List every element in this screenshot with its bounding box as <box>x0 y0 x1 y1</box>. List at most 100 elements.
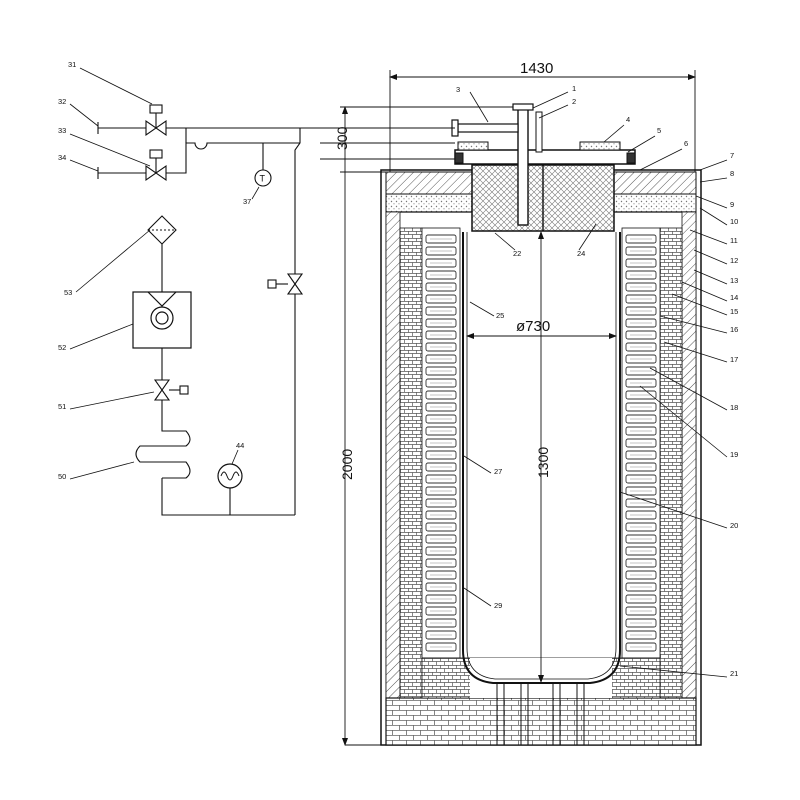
callout-leader-6 <box>639 148 683 171</box>
callout-label-1: 1 <box>572 84 576 93</box>
callout-label-29: 29 <box>494 601 502 610</box>
gas-inlet-pipe <box>457 123 519 133</box>
lid-flange <box>454 149 636 165</box>
callout-label-9: 9 <box>730 200 734 209</box>
callout-leader-27 <box>463 455 492 474</box>
dim-inner-diameter: ø730 <box>516 318 550 335</box>
lid-shaft <box>517 106 529 226</box>
callout-leader-8 <box>699 177 728 183</box>
callout-leader-21 <box>619 665 728 678</box>
filter-53 <box>147 215 177 245</box>
callout-leader-11 <box>689 229 728 245</box>
callout-leader-10 <box>699 207 728 226</box>
callout-leader-31 <box>79 67 153 105</box>
callout-leader-2 <box>538 104 569 119</box>
retort-vessel <box>462 232 621 684</box>
lid-pad-right <box>579 141 621 151</box>
callout-label-52: 52 <box>58 343 66 352</box>
bottom-base <box>385 697 697 746</box>
left-brick-wall <box>399 227 423 699</box>
callout-leader-53 <box>75 229 151 293</box>
callout-label-19: 19 <box>730 450 738 459</box>
dim-chamber-depth: 1300 <box>535 447 551 478</box>
callout-leader-14 <box>681 281 728 302</box>
callout-label-14: 14 <box>730 293 738 302</box>
callout-leader-12 <box>693 249 728 265</box>
lid-shaft-cap <box>512 103 534 111</box>
callout-label-17: 17 <box>730 355 738 364</box>
callout-leader-44 <box>231 449 239 465</box>
callout-label-21: 21 <box>730 669 738 678</box>
callout-label-10: 10 <box>730 217 738 226</box>
valve-right <box>267 273 304 295</box>
callout-leader-9 <box>695 195 728 209</box>
right-brick-wall <box>659 227 683 699</box>
callout-leader-5 <box>627 135 656 153</box>
callout-leader-32 <box>69 103 99 127</box>
lid-tube <box>535 111 543 153</box>
valve-51 <box>153 379 189 401</box>
callout-label-7: 7 <box>730 151 734 160</box>
valve-33 <box>145 149 167 182</box>
callout-leader-1 <box>532 91 569 109</box>
callout-leader-18 <box>649 367 728 411</box>
callout-label-13: 13 <box>730 276 738 285</box>
callout-label-3: 3 <box>456 85 460 94</box>
left-outer-brick <box>385 211 401 699</box>
callout-leader-52 <box>69 323 134 350</box>
callout-label-20: 20 <box>730 521 738 530</box>
thermometer-37: T <box>254 169 272 187</box>
callout-label-34: 34 <box>58 153 66 162</box>
callout-label-18: 18 <box>730 403 738 412</box>
callout-label-27: 27 <box>494 467 502 476</box>
callout-label-4: 4 <box>626 115 630 124</box>
callout-leaders <box>69 67 728 678</box>
callout-label-32: 32 <box>58 97 66 106</box>
callout-label-37: 37 <box>243 197 251 206</box>
heater-coils-left <box>425 234 457 652</box>
gas-piping <box>97 122 320 516</box>
callout-label-25: 25 <box>496 311 504 320</box>
callout-leader-24 <box>578 223 597 251</box>
callout-leader-51 <box>69 391 155 410</box>
dim-overall-height: 2000 <box>339 449 355 480</box>
callout-label-8: 8 <box>730 169 734 178</box>
callout-leader-34 <box>69 159 99 172</box>
callout-label-11: 11 <box>730 236 738 245</box>
dim-lid-offset: 300 <box>334 126 350 150</box>
callout-leader-17 <box>663 341 728 363</box>
callout-label-6: 6 <box>684 139 688 148</box>
callout-leader-29 <box>463 587 492 607</box>
callout-leader-20 <box>619 491 728 529</box>
callout-leader-50 <box>69 461 135 480</box>
callout-label-31: 31 <box>68 60 76 69</box>
callout-label-15: 15 <box>730 307 738 316</box>
callout-leader-33 <box>69 133 151 167</box>
dimension-lines <box>320 70 696 746</box>
thermometer-glyph: T <box>260 174 266 184</box>
flange-bolt-right <box>626 152 636 164</box>
callout-label-2: 2 <box>572 97 576 106</box>
callout-label-44: 44 <box>236 441 244 450</box>
lid-pad-left <box>457 141 489 151</box>
callout-leader-13 <box>693 269 728 285</box>
dim-overall-width: 1430 <box>520 60 553 77</box>
callout-label-22: 22 <box>513 249 521 258</box>
callout-leader-22 <box>494 232 516 251</box>
callout-label-50: 50 <box>58 472 66 481</box>
gauge-44 <box>217 463 243 489</box>
valve-31 <box>145 104 167 137</box>
callout-label-12: 12 <box>730 256 738 265</box>
flange-bolt-left <box>454 152 464 164</box>
callout-label-24: 24 <box>577 249 585 258</box>
callout-label-53: 53 <box>64 288 72 297</box>
callout-label-51: 51 <box>58 402 66 411</box>
callout-label-5: 5 <box>657 126 661 135</box>
callout-leader-19 <box>639 385 728 458</box>
heater-coils-right <box>625 234 657 652</box>
callout-leader-3 <box>469 91 489 123</box>
blower-52 <box>132 291 192 349</box>
